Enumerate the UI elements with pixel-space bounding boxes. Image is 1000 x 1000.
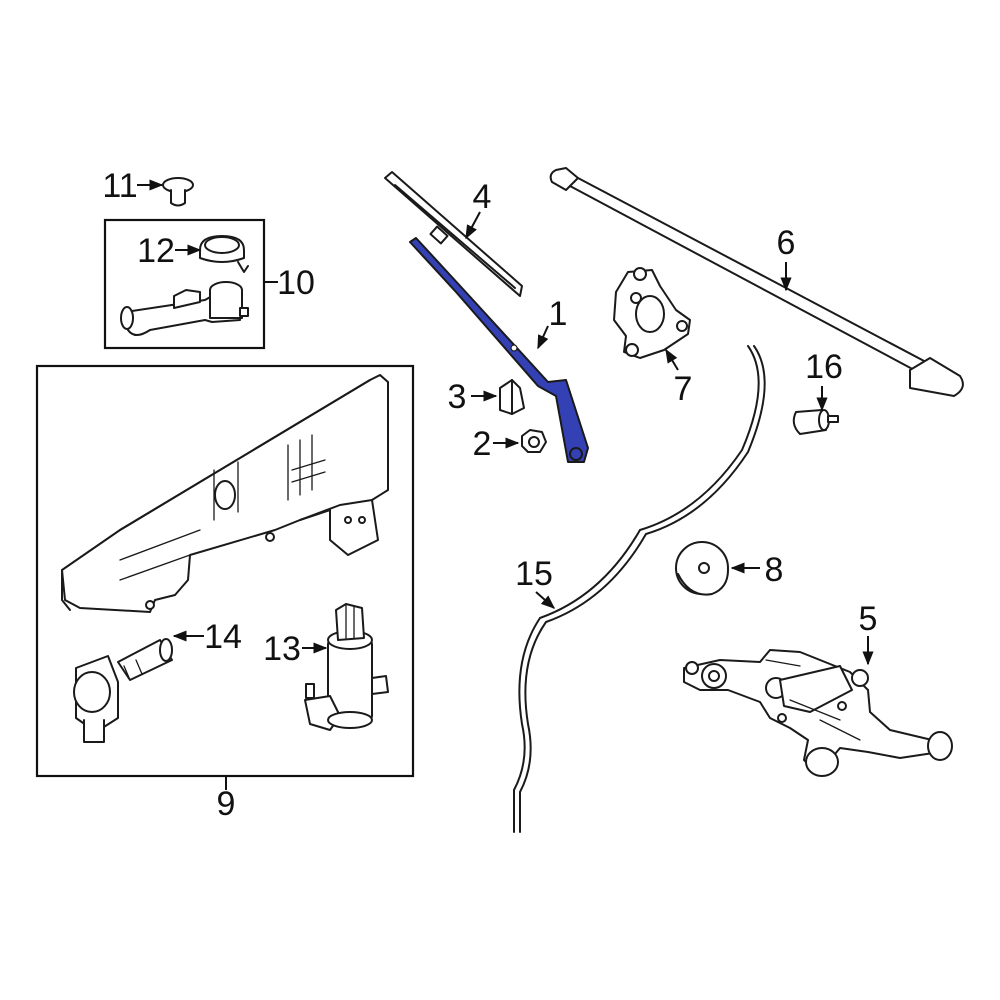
part-15-washer-hose[interactable] bbox=[513, 345, 766, 833]
part-2-nut[interactable] bbox=[521, 429, 547, 453]
callout-15: 15 bbox=[515, 555, 553, 593]
part-10-filler-neck[interactable] bbox=[120, 281, 249, 336]
part-6-linkage-rod[interactable] bbox=[549, 167, 964, 397]
part-5-wiper-motor[interactable] bbox=[683, 649, 953, 777]
callout-16: 16 bbox=[805, 348, 843, 386]
part-8-grommet[interactable] bbox=[675, 541, 729, 596]
callout-3: 3 bbox=[448, 378, 467, 416]
callout-13: 13 bbox=[263, 630, 301, 668]
part-12-cap[interactable] bbox=[199, 235, 249, 273]
callout-7: 7 bbox=[674, 370, 693, 408]
part-13-pump[interactable] bbox=[304, 603, 389, 731]
callout-9: 9 bbox=[217, 785, 236, 823]
callout-4: 4 bbox=[473, 178, 492, 216]
part-3-arm-cap[interactable] bbox=[499, 379, 525, 415]
part-16-bushing[interactable] bbox=[792, 409, 839, 435]
callout-2: 2 bbox=[473, 425, 492, 463]
part-4-wiper-blade[interactable] bbox=[384, 171, 523, 297]
part-11-clip[interactable] bbox=[162, 177, 194, 207]
callout-5: 5 bbox=[859, 600, 878, 638]
callout-11: 11 bbox=[102, 167, 137, 205]
callout-8: 8 bbox=[765, 551, 784, 589]
part-14-level-sensor[interactable] bbox=[73, 638, 173, 743]
callout-12: 12 bbox=[137, 232, 175, 270]
callout-6: 6 bbox=[777, 224, 796, 262]
part-7-motor-bracket[interactable] bbox=[613, 267, 691, 359]
group-10-frame bbox=[103, 218, 266, 350]
callout-10: 10 bbox=[277, 264, 315, 302]
part-1-wiper-arm[interactable] bbox=[409, 237, 589, 463]
leader-lines bbox=[137, 179, 874, 790]
callout-1: 1 bbox=[549, 295, 568, 333]
part-9-reservoir[interactable] bbox=[61, 374, 389, 613]
callout-labels: 1 2 3 4 5 6 7 8 9 10 11 12 13 14 15 16 bbox=[102, 167, 877, 823]
callout-14: 14 bbox=[204, 618, 242, 656]
